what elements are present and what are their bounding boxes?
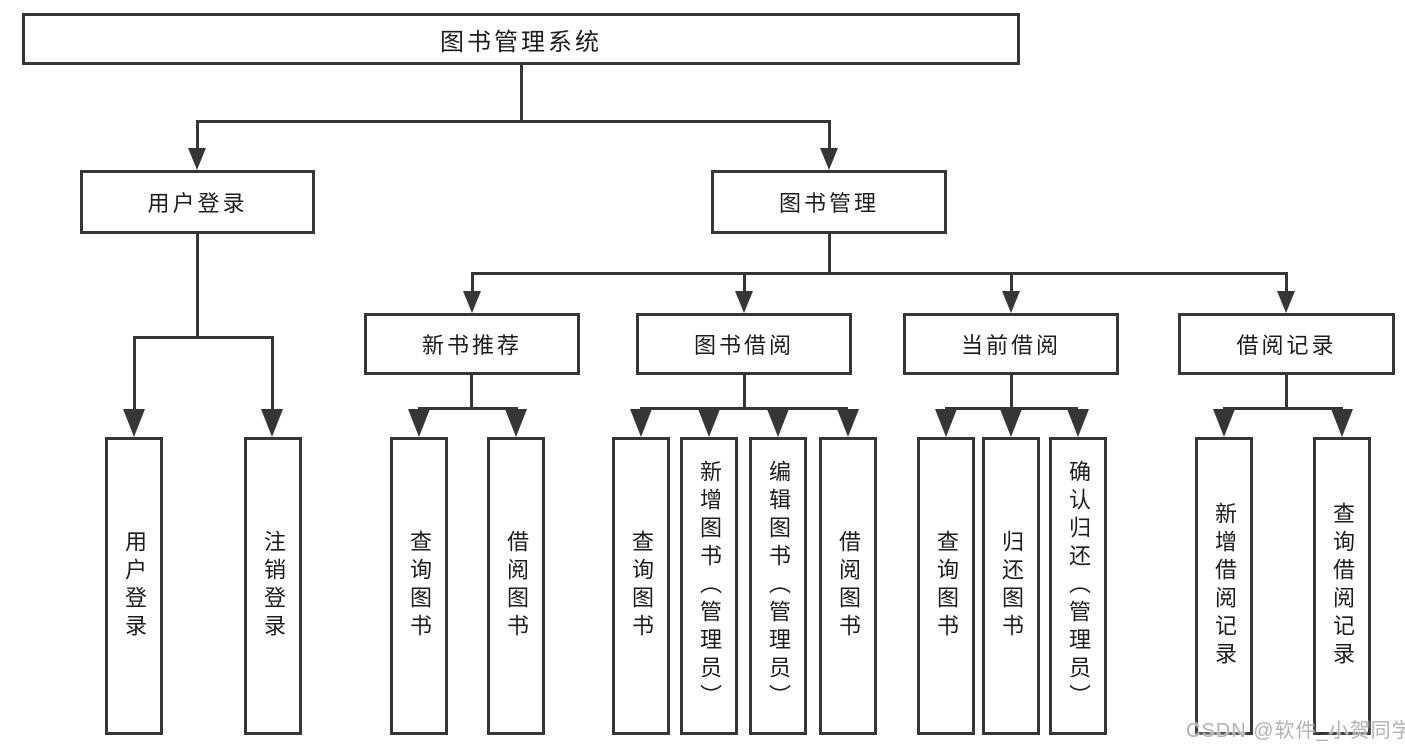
connector-user-login-bar: [133, 336, 274, 339]
leaf-return-books: 归还图书: [982, 437, 1040, 735]
connector-stem: [1010, 272, 1013, 292]
arrow-to-new-book-recommendation: [463, 291, 481, 313]
arrow-to-current-borrowing: [1002, 291, 1020, 313]
leaf-query-books-1: 查询图书: [390, 437, 448, 735]
connector-stem: [828, 120, 831, 150]
leaf-logout: 注销登录: [244, 437, 302, 735]
leaf-add-books-admin: 新增图书（管理员）: [680, 437, 738, 735]
arrow-to-leaf: [505, 409, 527, 437]
arrow-to-leaf-logout: [261, 409, 283, 437]
arrow-to-leaf: [1067, 409, 1089, 437]
leaf-query-books-3: 查询图书: [917, 437, 975, 735]
connector-stem: [1285, 272, 1288, 292]
arrow-to-borrowing-records: [1277, 291, 1295, 313]
arrow-to-leaf: [698, 409, 720, 437]
connector-bar: [1223, 407, 1343, 410]
connector-user-login-stem: [196, 234, 199, 336]
node-book-management: 图书管理: [711, 170, 947, 234]
connector-stem: [743, 375, 746, 407]
connector-stem: [470, 375, 473, 407]
arrow-to-leaf: [1331, 409, 1353, 437]
csdn-watermark: CSDN @软件_小贺同学: [1186, 720, 1405, 742]
connector-level1-bar: [196, 120, 831, 123]
node-user-login: 用户登录: [80, 170, 315, 234]
connector-bar: [640, 407, 848, 410]
arrow-to-user-login: [188, 148, 206, 170]
connector-stem: [1010, 375, 1013, 407]
connector-bar: [945, 407, 1078, 410]
arrow-to-book-borrowing: [735, 291, 753, 313]
connector-stem: [133, 336, 136, 411]
leaf-query-books-2: 查询图书: [612, 437, 670, 735]
arrow-to-leaf-user-login: [123, 409, 145, 437]
arrow-to-leaf: [837, 409, 859, 437]
arrow-to-leaf: [935, 409, 957, 437]
node-current-borrowing: 当前借阅: [903, 313, 1119, 375]
leaf-edit-books-admin: 编辑图书（管理员）: [749, 437, 807, 735]
leaf-borrow-books-1: 借阅图书: [487, 437, 545, 735]
arrow-to-book-management: [820, 148, 838, 170]
leaf-user-login: 用户登录: [105, 437, 163, 735]
leaf-query-borrow-record: 查询借阅记录: [1313, 437, 1371, 735]
leaf-borrow-books-2: 借阅图书: [819, 437, 877, 735]
arrow-to-leaf: [767, 409, 789, 437]
node-book-borrowing: 图书借阅: [636, 313, 852, 375]
arrow-to-leaf: [408, 409, 430, 437]
connector-root-stem: [520, 65, 523, 120]
connector-stem: [743, 272, 746, 292]
leaf-confirm-return-admin: 确认归还（管理员）: [1049, 437, 1107, 735]
connector-bar: [418, 407, 518, 410]
leaf-add-borrow-record: 新增借阅记录: [1195, 437, 1253, 735]
node-library-management-system: 图书管理系统: [22, 13, 1020, 65]
connector-level2-bar: [471, 272, 1287, 275]
connector-stem: [471, 272, 474, 292]
connector-stem: [196, 120, 199, 150]
arrow-to-leaf: [1000, 409, 1022, 437]
connector-stem: [1285, 375, 1288, 407]
node-borrowing-records: 借阅记录: [1178, 313, 1395, 375]
arrow-to-leaf: [630, 409, 652, 437]
connector-stem: [271, 336, 274, 411]
connector-book-mgmt-stem: [828, 234, 831, 272]
arrow-to-leaf: [1213, 409, 1235, 437]
node-new-book-recommendation: 新书推荐: [364, 313, 580, 375]
